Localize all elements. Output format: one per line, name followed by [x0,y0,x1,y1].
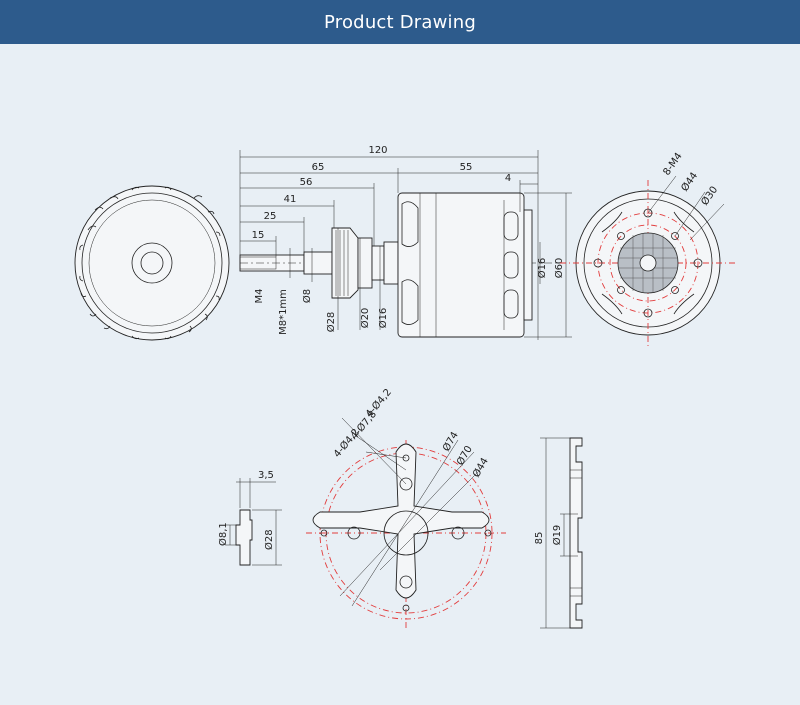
rear-label-d44: Ø44 [679,170,701,194]
dim-25: 25 [264,211,277,222]
drawing-canvas: 120 65 56 41 25 15 55 4 M4 M8*1mm Ø8 Ø28… [74,145,736,630]
technical-drawing: 120 65 56 41 25 15 55 4 M4 M8*1mm Ø8 Ø28… [0,44,800,701]
dim-d60: Ø60 [553,258,565,279]
dim-4: 4 [505,173,511,184]
dim-d28: Ø28 [325,312,337,333]
mount-label-d44: Ø44 [470,456,491,480]
mount-side-label-d19: Ø19 [551,525,563,546]
rear-view-holes [593,208,703,318]
rear-label-d30: Ø30 [699,184,721,208]
dim-15: 15 [252,230,265,241]
dim-41: 41 [284,194,297,205]
front-view-slots [79,186,221,340]
mount-view-holes [320,454,492,612]
dim-m8-thread: M8*1mm [278,289,289,335]
dim-120: 120 [368,145,387,156]
mount-label-d74: Ø74 [440,430,461,454]
dim-56: 56 [300,177,313,188]
dim-d16-shaft: Ø16 [377,308,389,329]
dim-65: 65 [312,162,325,173]
mount-side-view: 85 Ø19 [534,437,583,629]
side-view-dimension-lines [239,150,572,340]
spacer-label-d8-1: Ø8,1 [217,522,229,546]
dim-m4: M4 [254,289,265,304]
side-view-dimension-labels: 120 65 56 41 25 15 55 4 M4 M8*1mm Ø8 Ø28… [252,145,565,335]
spacer-label-3-5: 3,5 [258,470,274,481]
mount-side-label-85: 85 [534,532,545,545]
dim-55: 55 [460,162,473,173]
rear-view: 8-M4 Ø44 Ø30 [560,151,736,346]
page-header: Product Drawing [0,0,800,44]
mount-label-4-d4-2-bottom: 4-Ø4,2 [331,426,362,460]
mount-label-d70: Ø70 [454,444,475,468]
side-view: 120 65 56 41 25 15 55 4 M4 M8*1mm Ø8 Ø28… [239,145,572,340]
rear-view-spokes [601,211,695,315]
page-title: Product Drawing [324,11,476,33]
spacer-label-d28: Ø28 [263,529,275,550]
rear-label-8-m4: 8-M4 [661,151,684,178]
spacer-view: 3,5 Ø8,1 Ø28 [217,470,282,566]
dim-d8: Ø8 [301,289,313,303]
dim-d20: Ø20 [359,308,371,329]
mount-view: 4-Ø4,2 4-Ø7,8 4-Ø4,2 Ø74 Ø70 Ø44 [306,386,506,630]
front-view [74,185,230,341]
dim-d16-rear: Ø16 [536,258,548,279]
